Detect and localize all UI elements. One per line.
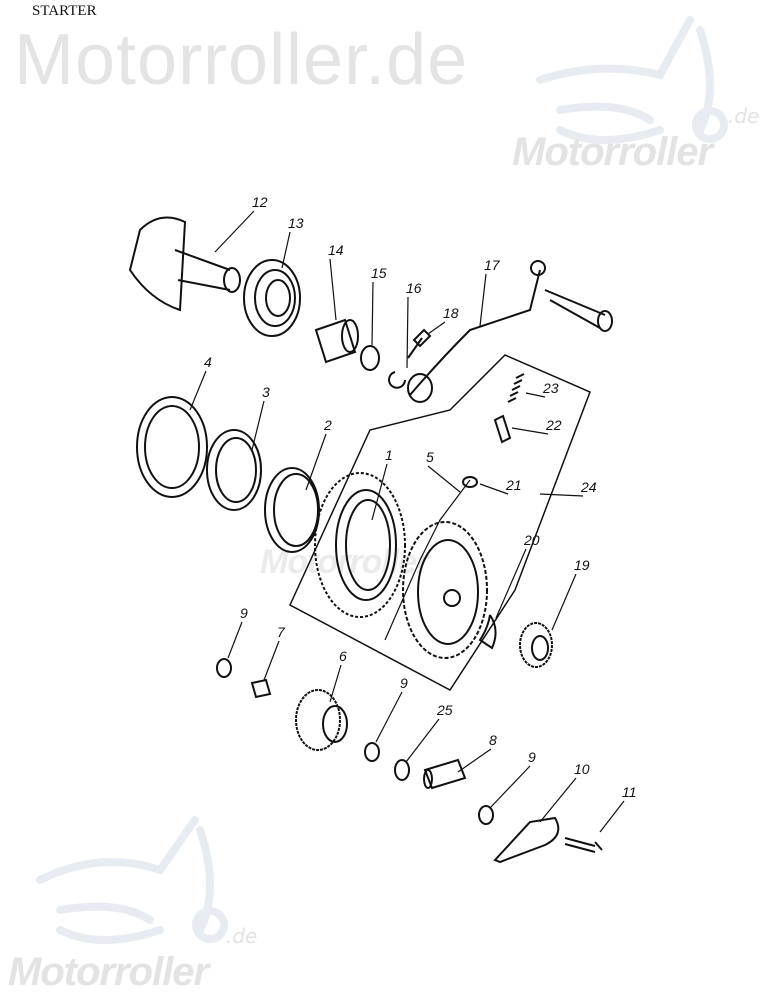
part-circlip: [388, 371, 406, 389]
leader-line: [263, 640, 280, 681]
part-number-label: 7: [277, 624, 286, 640]
leader-line: [551, 573, 577, 631]
part-bolt: [407, 328, 432, 359]
part-bearing: [206, 429, 262, 511]
leader-line: [539, 777, 577, 823]
part-number-label: 13: [288, 215, 304, 231]
part-number-label: 9: [528, 749, 536, 765]
part-number-label: 22: [545, 417, 562, 433]
part-screw: [564, 837, 603, 853]
leader-line: [214, 210, 255, 253]
part-idle-shaft: [423, 758, 467, 790]
part-number-label: 24: [580, 479, 597, 495]
part-washer: [360, 345, 380, 371]
leader-line: [371, 463, 388, 521]
part-starter-clutch: [402, 521, 488, 659]
logo-watermark-bottom: Motorroller: [8, 950, 209, 994]
leader-line: [371, 281, 374, 346]
leader-line: [511, 427, 549, 435]
part-number-label: 5: [426, 449, 434, 465]
part-washer: [394, 759, 410, 781]
leader-line: [427, 465, 461, 493]
part-washer: [478, 805, 494, 825]
part-number-label: 10: [574, 761, 590, 777]
part-number-label: 2: [323, 417, 332, 433]
part-number-label: 20: [523, 532, 540, 548]
leader-line: [251, 400, 265, 451]
leader-line: [479, 273, 487, 327]
leader-line: [406, 296, 409, 369]
part-kick-shaft: [128, 216, 241, 312]
part-bracket: [493, 816, 560, 864]
logo-watermark-top: Motorroller: [512, 130, 713, 174]
part-number-label: 4: [204, 354, 212, 370]
part-plate: [478, 614, 497, 650]
part-bushing: [314, 318, 359, 364]
logo-watermark-bottom-suffix: .de: [226, 924, 258, 948]
leader-line: [427, 321, 446, 335]
leader-line: [281, 231, 291, 269]
part-number-label: 9: [240, 605, 248, 621]
part-gasket-ring: [136, 396, 208, 498]
part-number-label: 6: [339, 648, 347, 664]
leader-line: [479, 483, 509, 495]
part-small-spring: [507, 373, 525, 403]
part-pin: [493, 414, 512, 444]
part-washer: [216, 658, 232, 678]
part-spring: [243, 259, 301, 337]
leader-line: [405, 718, 440, 763]
part-number-label: 14: [328, 242, 344, 258]
leader-line: [489, 765, 531, 809]
part-number-label: 16: [406, 280, 422, 296]
part-number-label: 25: [436, 702, 453, 718]
part-driven-gear: [519, 622, 553, 668]
leader-line: [599, 800, 625, 833]
leader-line: [305, 433, 327, 491]
leader-line: [525, 392, 546, 398]
leader-line: [375, 691, 403, 743]
part-number-label: 11: [622, 784, 637, 800]
part-number-label: 3: [262, 384, 270, 400]
leader-line: [457, 748, 492, 773]
part-ring-gear: [314, 472, 406, 618]
part-number-label: 19: [574, 557, 590, 573]
part-number-label: 21: [505, 477, 522, 493]
part-shaft-small: [250, 678, 272, 699]
part-number-label: 9: [400, 675, 408, 691]
part-number-label: 8: [489, 732, 497, 748]
part-number-label: 1: [385, 447, 393, 463]
assembly-outline: [289, 354, 591, 691]
part-number-label: 12: [252, 194, 268, 210]
leader-line: [189, 370, 207, 411]
leader-line: [329, 258, 337, 321]
leader-line: [227, 621, 243, 659]
part-roller: [462, 476, 478, 488]
part-needle-bearing: [264, 467, 320, 553]
part-kick-lever: [407, 260, 613, 403]
part-number-label: 17: [484, 257, 501, 273]
part-number-label: 18: [443, 305, 459, 321]
part-washer: [364, 742, 380, 762]
part-number-label: 23: [542, 380, 559, 396]
part-idle-gear: [295, 689, 348, 751]
page-title: STARTER: [32, 3, 97, 19]
leader-line: [539, 493, 584, 497]
watermark-text: Motorroller.de: [14, 20, 469, 100]
logo-watermark-top-suffix: .de: [728, 104, 760, 128]
leader-line: [495, 548, 527, 619]
part-number-label: 15: [371, 265, 387, 281]
leader-line: [329, 664, 342, 703]
